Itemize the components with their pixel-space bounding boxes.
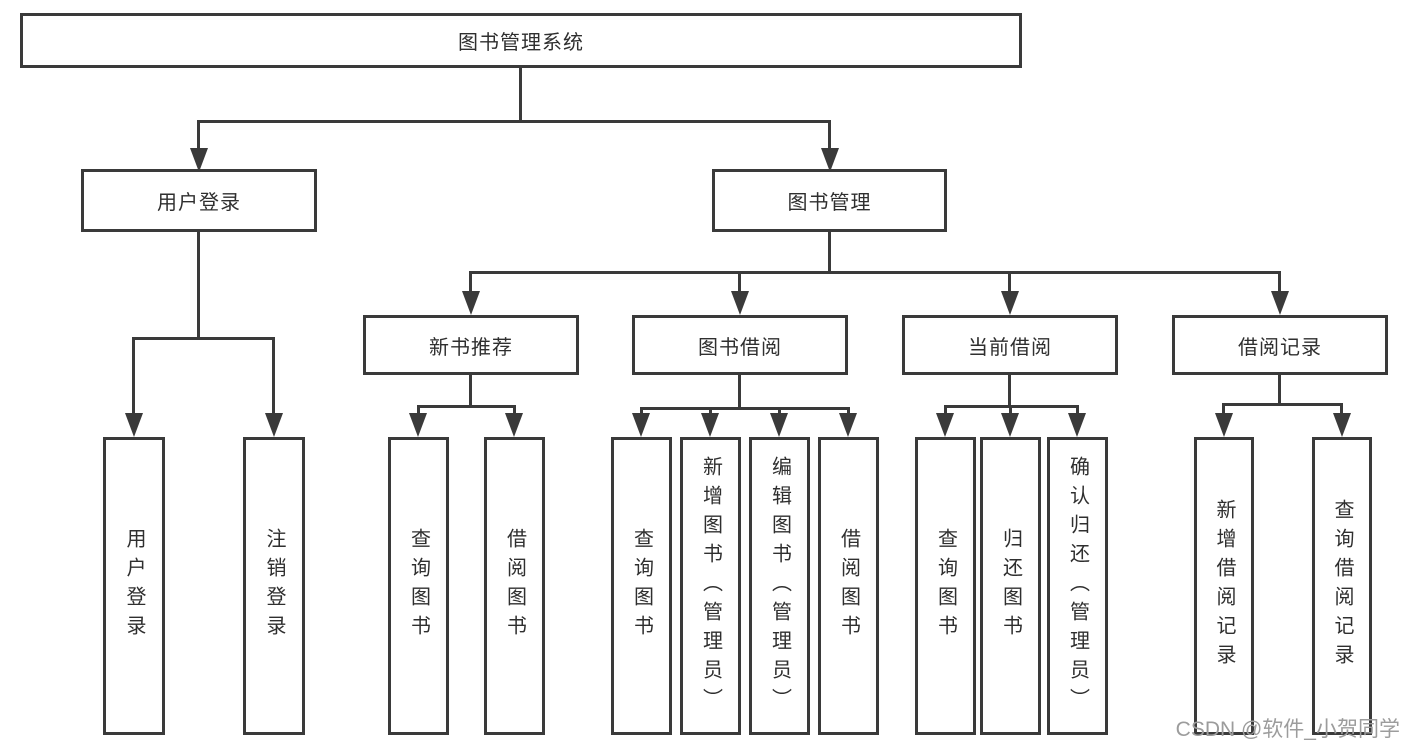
node-book-management: 图书管理 bbox=[712, 169, 947, 232]
arrow-down-icon bbox=[701, 413, 719, 437]
edge-borrow-child4-stem-line bbox=[847, 407, 850, 413]
leaf-query-books-current: 查询图书 bbox=[915, 437, 976, 735]
arrow-down-icon bbox=[1001, 291, 1019, 315]
leaf-label: 注销登录 bbox=[263, 528, 285, 644]
leaf-query-borrow-record: 查询借阅记录 bbox=[1312, 437, 1372, 735]
edge-current-child3-stem-line bbox=[1076, 405, 1079, 413]
edge-current-child1-stem-line bbox=[944, 405, 947, 413]
leaf-add-borrow-record: 新增借阅记录 bbox=[1194, 437, 1254, 735]
edge-borrow-stem-line bbox=[738, 271, 741, 291]
leaf-return-books: 归还图书 bbox=[980, 437, 1041, 735]
leaf-label: 借阅图书 bbox=[837, 528, 860, 644]
arrow-down-icon bbox=[839, 413, 857, 437]
arrow-down-icon bbox=[1001, 413, 1019, 437]
leaf-borrow-books: 借阅图书 bbox=[818, 437, 879, 735]
edge-mgmt-drop-line bbox=[828, 232, 831, 271]
edge-borrow-child1-stem-line bbox=[640, 407, 643, 413]
edge-level3-bus-line bbox=[469, 271, 1281, 274]
edge-recommend-child2-stem-line bbox=[513, 405, 516, 413]
node-borrowing-records: 借阅记录 bbox=[1172, 315, 1388, 375]
arrow-down-icon bbox=[1068, 413, 1086, 437]
arrow-down-icon bbox=[731, 291, 749, 315]
leaf-logout: 注销登录 bbox=[243, 437, 305, 735]
edge-level2-bus-line bbox=[197, 120, 831, 123]
arrow-down-icon bbox=[125, 413, 143, 437]
edge-login-drop-line bbox=[197, 232, 200, 337]
arrow-down-icon bbox=[1215, 413, 1233, 437]
edge-current-child2-stem-line bbox=[1009, 405, 1012, 413]
node-library-management-system: 图书管理系统 bbox=[20, 13, 1022, 68]
arrow-down-icon bbox=[1333, 413, 1351, 437]
leaf-label: 归还图书 bbox=[999, 528, 1022, 644]
edge-login-child1-stem-line bbox=[132, 337, 135, 413]
node-user-login: 用户登录 bbox=[81, 169, 317, 232]
leaf-borrow-books-recommend: 借阅图书 bbox=[484, 437, 545, 735]
leaf-label: 借阅图书 bbox=[503, 528, 526, 644]
leaf-label: 新增借阅记录 bbox=[1213, 499, 1235, 673]
edge-records-child1-stem-line bbox=[1222, 403, 1225, 413]
leaf-add-books-admin: 新增图书（管理员） bbox=[680, 437, 741, 735]
arrow-down-icon bbox=[409, 413, 427, 437]
leaf-label: 确认归还（管理员） bbox=[1066, 455, 1089, 717]
node-book-borrowing: 图书借阅 bbox=[632, 315, 848, 375]
edge-login-bus-line bbox=[132, 337, 275, 340]
edge-recommend-drop-line bbox=[469, 375, 472, 405]
arrow-down-icon bbox=[936, 413, 954, 437]
edge-login-stem-line bbox=[197, 120, 200, 148]
edge-borrow-bus-line bbox=[640, 407, 850, 410]
arrow-down-icon bbox=[1271, 291, 1289, 315]
edge-borrow-child3-stem-line bbox=[778, 407, 781, 413]
edge-records-drop-line bbox=[1278, 375, 1281, 403]
leaf-query-books-borrow: 查询图书 bbox=[611, 437, 672, 735]
arrow-down-icon bbox=[462, 291, 480, 315]
arrow-down-icon bbox=[821, 148, 839, 172]
leaf-user-login: 用户登录 bbox=[103, 437, 165, 735]
leaf-label: 查询借阅记录 bbox=[1331, 499, 1353, 673]
edge-borrow-child2-stem-line bbox=[709, 407, 712, 413]
edge-current-stem-line bbox=[1008, 271, 1011, 291]
edge-mgmt-stem-line bbox=[828, 120, 831, 148]
node-current-borrowing: 当前借阅 bbox=[902, 315, 1118, 375]
leaf-label: 查询图书 bbox=[407, 528, 430, 644]
leaf-label: 查询图书 bbox=[630, 528, 653, 644]
leaf-query-books-recommend: 查询图书 bbox=[388, 437, 449, 735]
leaf-label: 新增图书（管理员） bbox=[699, 455, 722, 717]
edge-records-bus-line bbox=[1222, 403, 1343, 406]
leaf-label: 用户登录 bbox=[123, 528, 145, 644]
leaf-label: 编辑图书（管理员） bbox=[768, 455, 791, 717]
edge-recommend-stem-line bbox=[469, 271, 472, 291]
csdn-watermark: CSDN @软件_小贺同学 bbox=[1175, 718, 1400, 741]
arrow-down-icon bbox=[265, 413, 283, 437]
arrow-down-icon bbox=[632, 413, 650, 437]
edge-records-child2-stem-line bbox=[1340, 403, 1343, 413]
edge-current-drop-line bbox=[1008, 375, 1011, 405]
edge-root-drop-line bbox=[519, 68, 522, 120]
edge-records-stem-line bbox=[1278, 271, 1281, 291]
edge-login-child2-stem-line bbox=[272, 337, 275, 413]
node-new-book-recommendation: 新书推荐 bbox=[363, 315, 579, 375]
arrow-down-icon bbox=[190, 148, 208, 172]
edge-borrow-drop-line bbox=[738, 375, 741, 407]
edge-recommend-bus-line bbox=[417, 405, 516, 408]
arrow-down-icon bbox=[505, 413, 523, 437]
leaf-edit-books-admin: 编辑图书（管理员） bbox=[749, 437, 810, 735]
arrow-down-icon bbox=[770, 413, 788, 437]
edge-recommend-child1-stem-line bbox=[417, 405, 420, 413]
leaf-confirm-return-admin: 确认归还（管理员） bbox=[1047, 437, 1108, 735]
leaf-label: 查询图书 bbox=[934, 528, 957, 644]
